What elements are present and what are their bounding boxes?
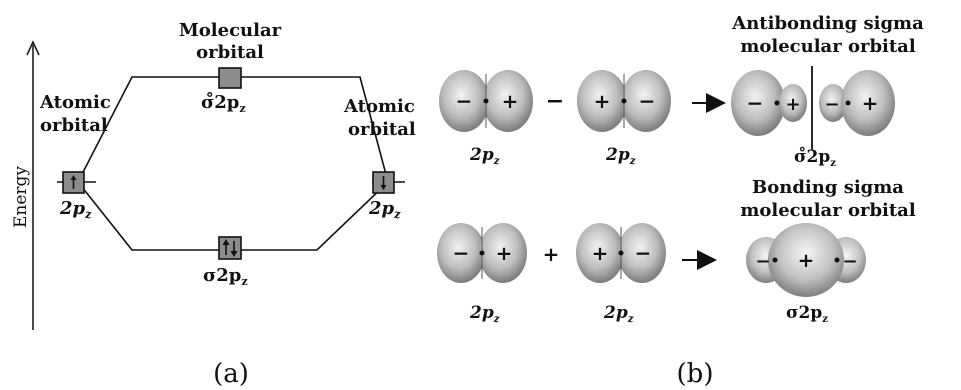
antibonding-mo-shape: − + − +	[731, 66, 895, 150]
nucleus	[773, 258, 778, 263]
lobe-sign: +	[594, 89, 611, 113]
row1-left-2pz-label: 2pz	[469, 145, 500, 167]
orbital-2pz-row1-left: − +	[439, 70, 533, 132]
nucleus	[846, 101, 851, 106]
lobe-sign: −	[453, 241, 470, 265]
left-orbital-label: 2pz	[59, 198, 92, 221]
lobe-sign: −	[639, 89, 656, 113]
right-atomic-line2: orbital	[348, 119, 416, 140]
mo-header-line2: orbital	[196, 42, 264, 63]
antibonding-mo-label-b: σ̊2pz	[794, 146, 836, 169]
operator-minus: −	[546, 88, 564, 114]
bonding-mo-label: σ2pz	[203, 265, 248, 288]
orbital-2pz-row2-left: − +	[437, 223, 527, 283]
bonding-title-line2: molecular orbital	[740, 200, 916, 221]
orbital-2pz-row1-right: + −	[577, 70, 671, 132]
caption-b: (b)	[677, 359, 714, 389]
operator-plus: +	[543, 242, 560, 266]
left-atomic-line2: orbital	[40, 115, 108, 136]
nucleus	[622, 99, 627, 104]
lobe-sign: +	[798, 248, 815, 272]
bonding-mo-shape: − + −	[746, 223, 866, 297]
lobe-sign: −	[747, 91, 764, 115]
lobe-sign: +	[785, 94, 800, 115]
lobe-sign: +	[496, 241, 513, 265]
right-orbital-label: 2pz	[368, 198, 401, 221]
antibonding-mo-box	[219, 68, 241, 88]
energy-axis-label: Energy	[11, 166, 31, 228]
antibonding-mo-label: σ̊2pz	[201, 90, 246, 115]
lobe-sign: −	[824, 94, 839, 115]
lobe-sign: −	[842, 251, 857, 272]
lobe-sign: −	[635, 241, 652, 265]
bonding-mo-box	[219, 237, 241, 259]
lobe-sign: −	[456, 89, 473, 113]
right-atomic-line1: Atomic	[343, 96, 415, 117]
lobe-sign: +	[862, 91, 879, 115]
row2-right-2pz-label: 2pz	[603, 303, 634, 325]
mo-header-line1: Molecular	[179, 20, 282, 41]
bonding-mo-label-b: σ2pz	[786, 303, 828, 325]
caption-a: (a)	[213, 359, 249, 389]
lobe-sign: +	[502, 89, 519, 113]
antibonding-title-line1: Antibonding sigma	[731, 13, 924, 34]
nucleus	[619, 251, 624, 256]
antibonding-title-line2: molecular orbital	[740, 36, 916, 57]
bonding-title-line1: Bonding sigma	[752, 177, 904, 198]
nucleus	[835, 258, 840, 263]
left-atomic-line1: Atomic	[39, 92, 111, 113]
row1-right-2pz-label: 2pz	[605, 145, 636, 167]
nucleus	[480, 251, 485, 256]
nucleus	[484, 99, 489, 104]
lobe-sign: −	[755, 251, 770, 272]
lobe-sign: +	[592, 241, 609, 265]
nucleus	[775, 101, 780, 106]
orbital-2pz-row2-right: + −	[576, 223, 666, 283]
row2-left-2pz-label: 2pz	[469, 303, 500, 325]
